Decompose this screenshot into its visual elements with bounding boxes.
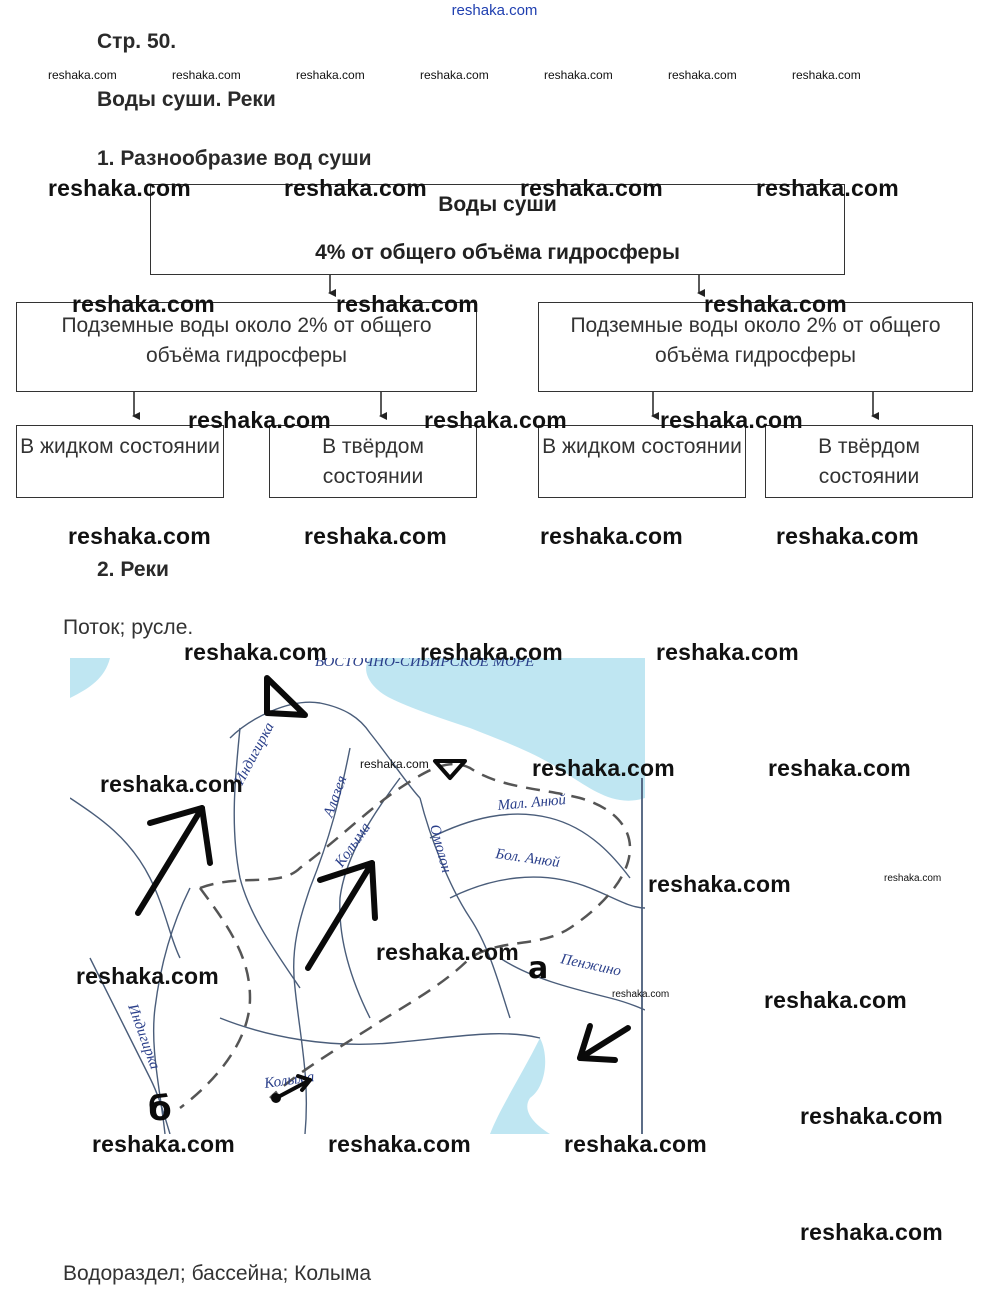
watermark: reshaka.com bbox=[884, 873, 942, 884]
diagram-leaf-box: В жидком состоянии bbox=[16, 425, 224, 498]
diagram-root-box: Воды суши 4% от общего объёма гидросферы bbox=[150, 184, 845, 275]
watermark: reshaka.com bbox=[188, 407, 331, 433]
diagram-right-mid-box: Подземные воды около 2% от общего объёма… bbox=[538, 302, 973, 392]
watermark: reshaka.com bbox=[564, 1131, 707, 1157]
watermark: reshaka.com bbox=[800, 1103, 943, 1129]
topic-title: Воды суши. Реки bbox=[97, 88, 276, 111]
mark-letter: б bbox=[148, 1089, 172, 1129]
watermark: reshaka.com bbox=[612, 989, 670, 1000]
watermark: reshaka.com bbox=[360, 757, 429, 771]
watermark: reshaka.com bbox=[800, 1219, 943, 1245]
watermark: reshaka.com bbox=[792, 68, 861, 82]
flow-arrow-mark bbox=[317, 860, 378, 921]
answer-1: Поток; русле. bbox=[63, 616, 194, 639]
watermark: reshaka.com bbox=[756, 175, 899, 201]
watermark: reshaka.com bbox=[92, 1131, 235, 1157]
point-mark bbox=[271, 1093, 281, 1103]
watermark: reshaka.com bbox=[660, 407, 803, 433]
flow-arrow-mark bbox=[577, 1023, 618, 1063]
watermark: reshaka.com bbox=[764, 987, 907, 1013]
watermark: reshaka.com bbox=[520, 175, 663, 201]
watermark: reshaka.com bbox=[540, 523, 683, 549]
diagram-leaf-text: В твёрдом состоянии bbox=[818, 435, 920, 488]
watermark: reshaka.com bbox=[76, 963, 219, 989]
diagram-connectors bbox=[132, 275, 879, 420]
watermark: reshaka.com bbox=[420, 68, 489, 82]
mouth-triangle-mark bbox=[433, 759, 467, 780]
watermark: reshaka.com bbox=[648, 871, 791, 897]
watermark: reshaka.com bbox=[768, 755, 911, 781]
diagram-right-mid-text: Подземные воды около 2% от общего объёма… bbox=[570, 314, 941, 367]
diagram-left-mid-box: Подземные воды около 2% от общего объёма… bbox=[16, 302, 477, 392]
sea-label: ВОСТОЧНО-СИБИРСКОЕ МОРЕ bbox=[315, 658, 534, 670]
flow-arrow-mark bbox=[278, 1078, 312, 1098]
watermark: reshaka.com bbox=[184, 639, 327, 665]
mark-letter: а bbox=[528, 951, 548, 986]
diagram-leaf-text: В жидком состоянии bbox=[542, 435, 742, 458]
flow-arrow-mark bbox=[135, 805, 205, 916]
section2-title: 2. Реки bbox=[97, 558, 169, 581]
watermark: reshaka.com bbox=[48, 68, 117, 82]
flow-arrow-mark bbox=[305, 860, 375, 971]
river-map: ВОСТОЧНО-СИБИРСКОЕ МОРЕ Индигирка Алазея… bbox=[70, 658, 645, 1134]
watermark: reshaka.com bbox=[68, 523, 211, 549]
diagram-leaf-text: В жидком состоянии bbox=[20, 435, 220, 458]
watermark: reshaka.com bbox=[704, 291, 847, 317]
diagram-root-subtitle: 4% от общего объёма гидросферы bbox=[315, 241, 680, 264]
watermark: reshaka.com bbox=[72, 291, 215, 317]
river-label: Мал. Анюй bbox=[496, 792, 567, 814]
source-triangle-mark bbox=[264, 675, 308, 718]
watermark: reshaka.com bbox=[336, 291, 479, 317]
watermark: reshaka.com bbox=[304, 523, 447, 549]
diagram-leaf-text: В твёрдом состоянии bbox=[322, 435, 424, 488]
diagram-leaf-box: В твёрдом состоянии bbox=[765, 425, 973, 498]
watermark: reshaka.com bbox=[284, 175, 427, 201]
top-watermark: reshaka.com bbox=[451, 2, 538, 19]
flow-arrow-mark bbox=[147, 805, 213, 866]
watermark: reshaka.com bbox=[376, 939, 519, 965]
watermark: reshaka.com bbox=[420, 639, 563, 665]
watermark: reshaka.com bbox=[100, 771, 243, 797]
water-area bbox=[490, 1038, 550, 1134]
diagram-left-mid-text: Подземные воды около 2% от общего объёма… bbox=[61, 314, 432, 367]
watermark: reshaka.com bbox=[776, 523, 919, 549]
watermark: reshaka.com bbox=[424, 407, 567, 433]
watermark: reshaka.com bbox=[48, 175, 191, 201]
watermark: reshaka.com bbox=[532, 755, 675, 781]
diagram-root-title: Воды суши bbox=[438, 193, 557, 216]
answer-2: Водораздел; бассейна; Колыма bbox=[63, 1262, 372, 1285]
watermark: reshaka.com bbox=[544, 68, 613, 82]
watermark: reshaka.com bbox=[656, 639, 799, 665]
flow-arrow-mark bbox=[296, 1074, 312, 1092]
watermark: reshaka.com bbox=[172, 68, 241, 82]
watermark: reshaka.com bbox=[328, 1131, 471, 1157]
sea-area bbox=[366, 658, 645, 801]
watermark: reshaka.com bbox=[668, 68, 737, 82]
page-label: Стр. 50. bbox=[97, 30, 177, 53]
flow-arrow-mark bbox=[577, 1025, 631, 1061]
water-area bbox=[70, 658, 110, 698]
diagram-leaf-box: В твёрдом состоянии bbox=[269, 425, 477, 498]
watermark: reshaka.com bbox=[296, 68, 365, 82]
diagram-leaf-box: В жидком состоянии bbox=[538, 425, 746, 498]
section1-title: 1. Разнообразие вод суши bbox=[97, 147, 372, 170]
